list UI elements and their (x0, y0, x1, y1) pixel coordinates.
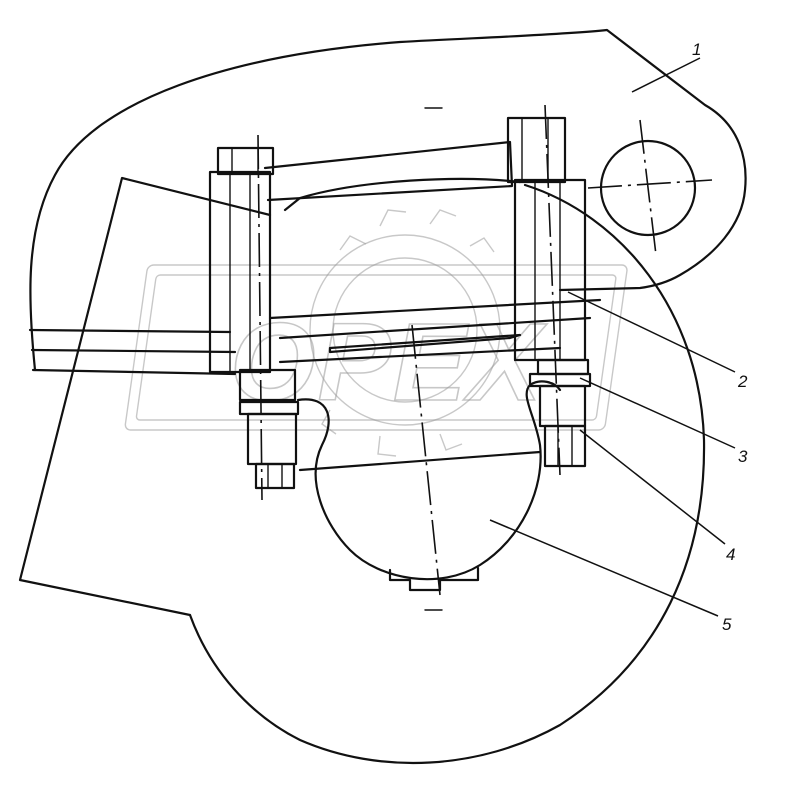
housing-outline (29, 28, 747, 372)
housing-left-edge (18, 176, 272, 617)
nut (543, 424, 587, 468)
leader-lines (489, 57, 736, 617)
watermark-gear-icon (309, 209, 501, 457)
watermark-text: OPEX (230, 301, 547, 424)
callout-3: 3 (738, 447, 748, 466)
callout-4: 4 (726, 545, 735, 564)
top-plate (263, 140, 522, 212)
watermark: OPEX (124, 209, 628, 457)
housing-lower-outline (188, 183, 706, 764)
u-bolt-left (208, 134, 300, 501)
spring-leaf-pack (28, 298, 602, 376)
u-bolt-right (506, 104, 592, 476)
callout-2: 2 (737, 372, 748, 391)
watermark-frame (124, 264, 628, 431)
pivot-eye (587, 119, 713, 256)
callout-1: 1 (692, 40, 701, 59)
axle-beam (296, 107, 562, 611)
callout-5: 5 (722, 615, 732, 634)
